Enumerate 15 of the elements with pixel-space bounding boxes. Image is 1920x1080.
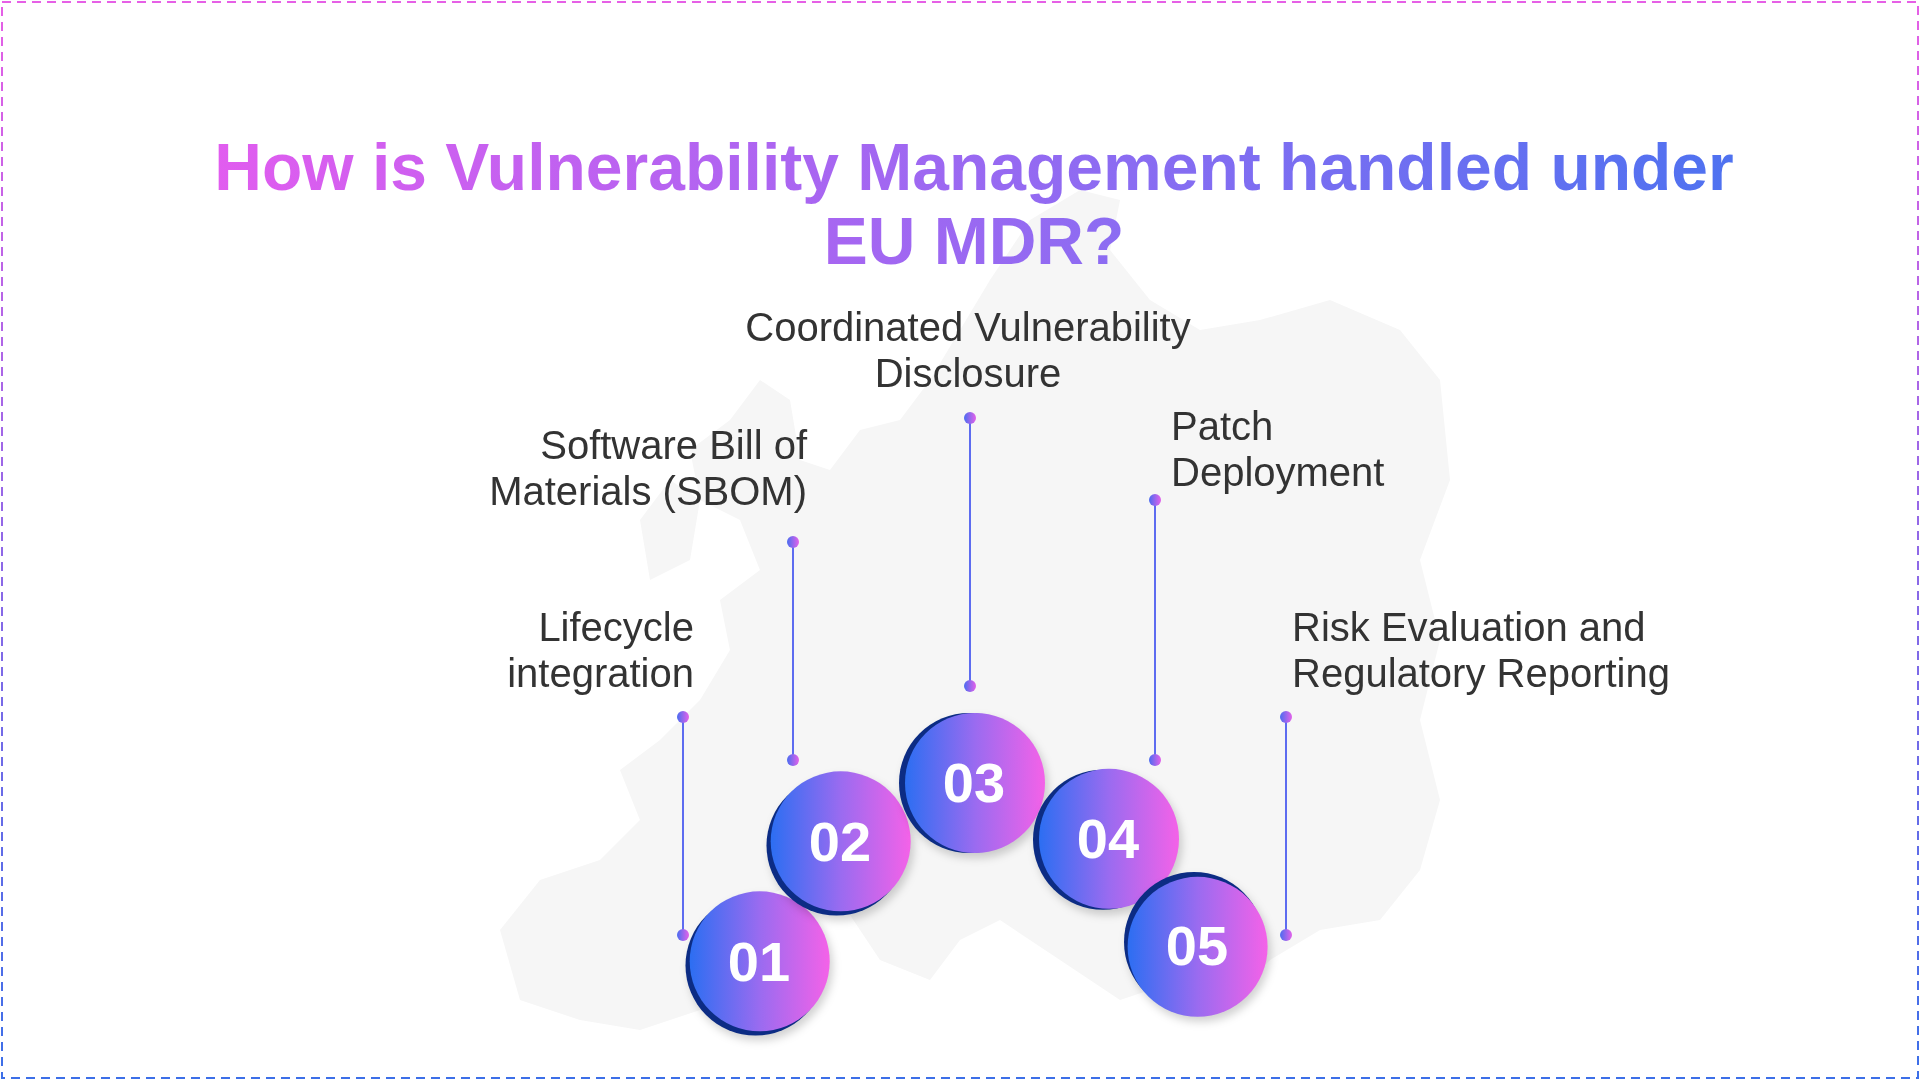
leader-line — [1149, 494, 1161, 766]
step-number: 03 — [942, 753, 1006, 813]
step-number: 05 — [1165, 916, 1229, 976]
step-number: 04 — [1076, 809, 1140, 869]
leader-line — [964, 412, 976, 692]
step-number: 02 — [808, 812, 872, 872]
leader-line — [1280, 711, 1292, 941]
step-label: Risk Evaluation and Regulatory Reporting — [1292, 604, 1752, 696]
step-label: Lifecycle integration — [424, 604, 694, 696]
step-label: Patch Deployment — [1171, 403, 1461, 495]
step-label: Software Bill of Materials (SBOM) — [437, 422, 807, 514]
leader-line — [677, 711, 689, 941]
leader-line — [787, 536, 799, 766]
step-label: Coordinated Vulnerability Disclosure — [688, 304, 1248, 396]
step-number: 01 — [727, 932, 791, 992]
